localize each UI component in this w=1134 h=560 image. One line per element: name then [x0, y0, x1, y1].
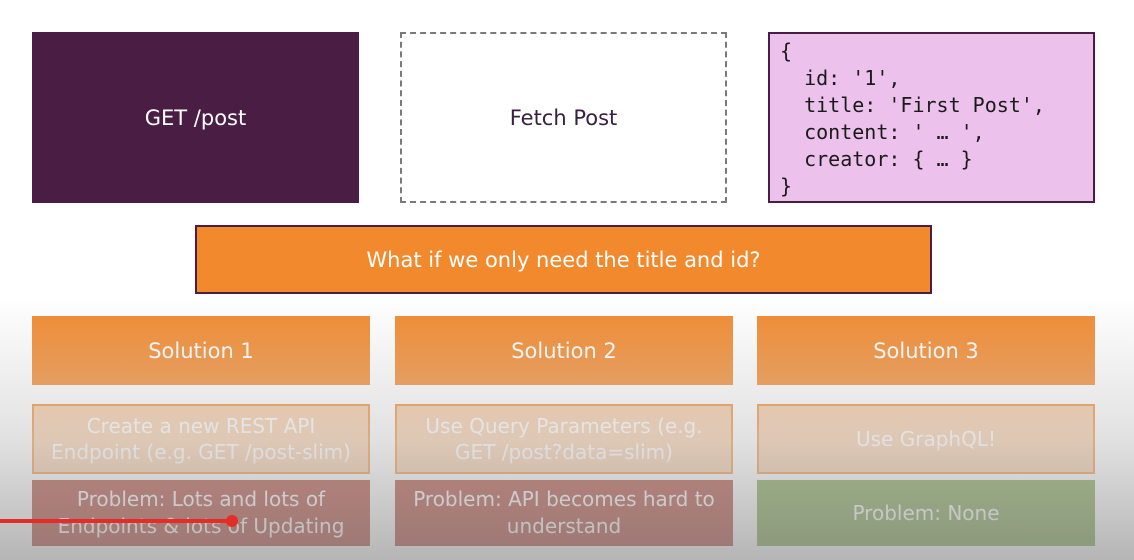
json-line: content: ' … ', — [780, 120, 985, 144]
solution-3-problem: Problem: None — [757, 480, 1095, 546]
solution-2-problem: Problem: API becomes hard to understand — [395, 480, 733, 546]
solution-description-text: Use GraphQL! — [856, 427, 996, 451]
question-text: What if we only need the title and id? — [366, 247, 761, 272]
solution-1-problem: Problem: Lots and lots of Endpoints & lo… — [32, 480, 370, 546]
problem-text: Problem: API becomes hard to understand — [413, 487, 715, 538]
json-line: id: '1', — [780, 66, 901, 90]
solution-title: Solution 1 — [148, 338, 254, 363]
solution-1-description: Create a new REST API Endpoint (e.g. GET… — [32, 404, 370, 474]
problem-text: Problem: Lots and lots of Endpoints & lo… — [57, 487, 345, 538]
solution-2-header: Solution 2 — [395, 316, 733, 385]
json-line: creator: { … } — [780, 147, 973, 171]
solution-description-text: Use Query Parameters (e.g. GET /post?dat… — [425, 414, 703, 464]
fetch-post-label: Fetch Post — [509, 105, 618, 130]
solution-title: Solution 3 — [873, 338, 979, 363]
problem-text: Problem: None — [852, 500, 1000, 525]
json-line: title: 'First Post', — [780, 93, 1045, 117]
solution-title: Solution 2 — [511, 338, 617, 363]
json-response-box: { id: '1', title: 'First Post', content:… — [768, 32, 1095, 203]
solution-2-description: Use Query Parameters (e.g. GET /post?dat… — [395, 404, 733, 474]
fetch-post-box: Fetch Post — [400, 32, 727, 203]
get-post-label: GET /post — [144, 105, 247, 130]
json-line: { — [780, 39, 793, 63]
solution-1-header: Solution 1 — [32, 316, 370, 385]
get-post-box: GET /post — [32, 32, 359, 203]
solution-description-text: Create a new REST API Endpoint (e.g. GET… — [51, 414, 351, 464]
question-box: What if we only need the title and id? — [195, 225, 932, 294]
json-line: } — [780, 174, 793, 198]
solution-3-description: Use GraphQL! — [757, 404, 1095, 474]
video-progress-bar[interactable] — [0, 519, 232, 523]
solution-3-header: Solution 3 — [757, 316, 1095, 385]
video-progress-handle[interactable] — [226, 515, 238, 527]
